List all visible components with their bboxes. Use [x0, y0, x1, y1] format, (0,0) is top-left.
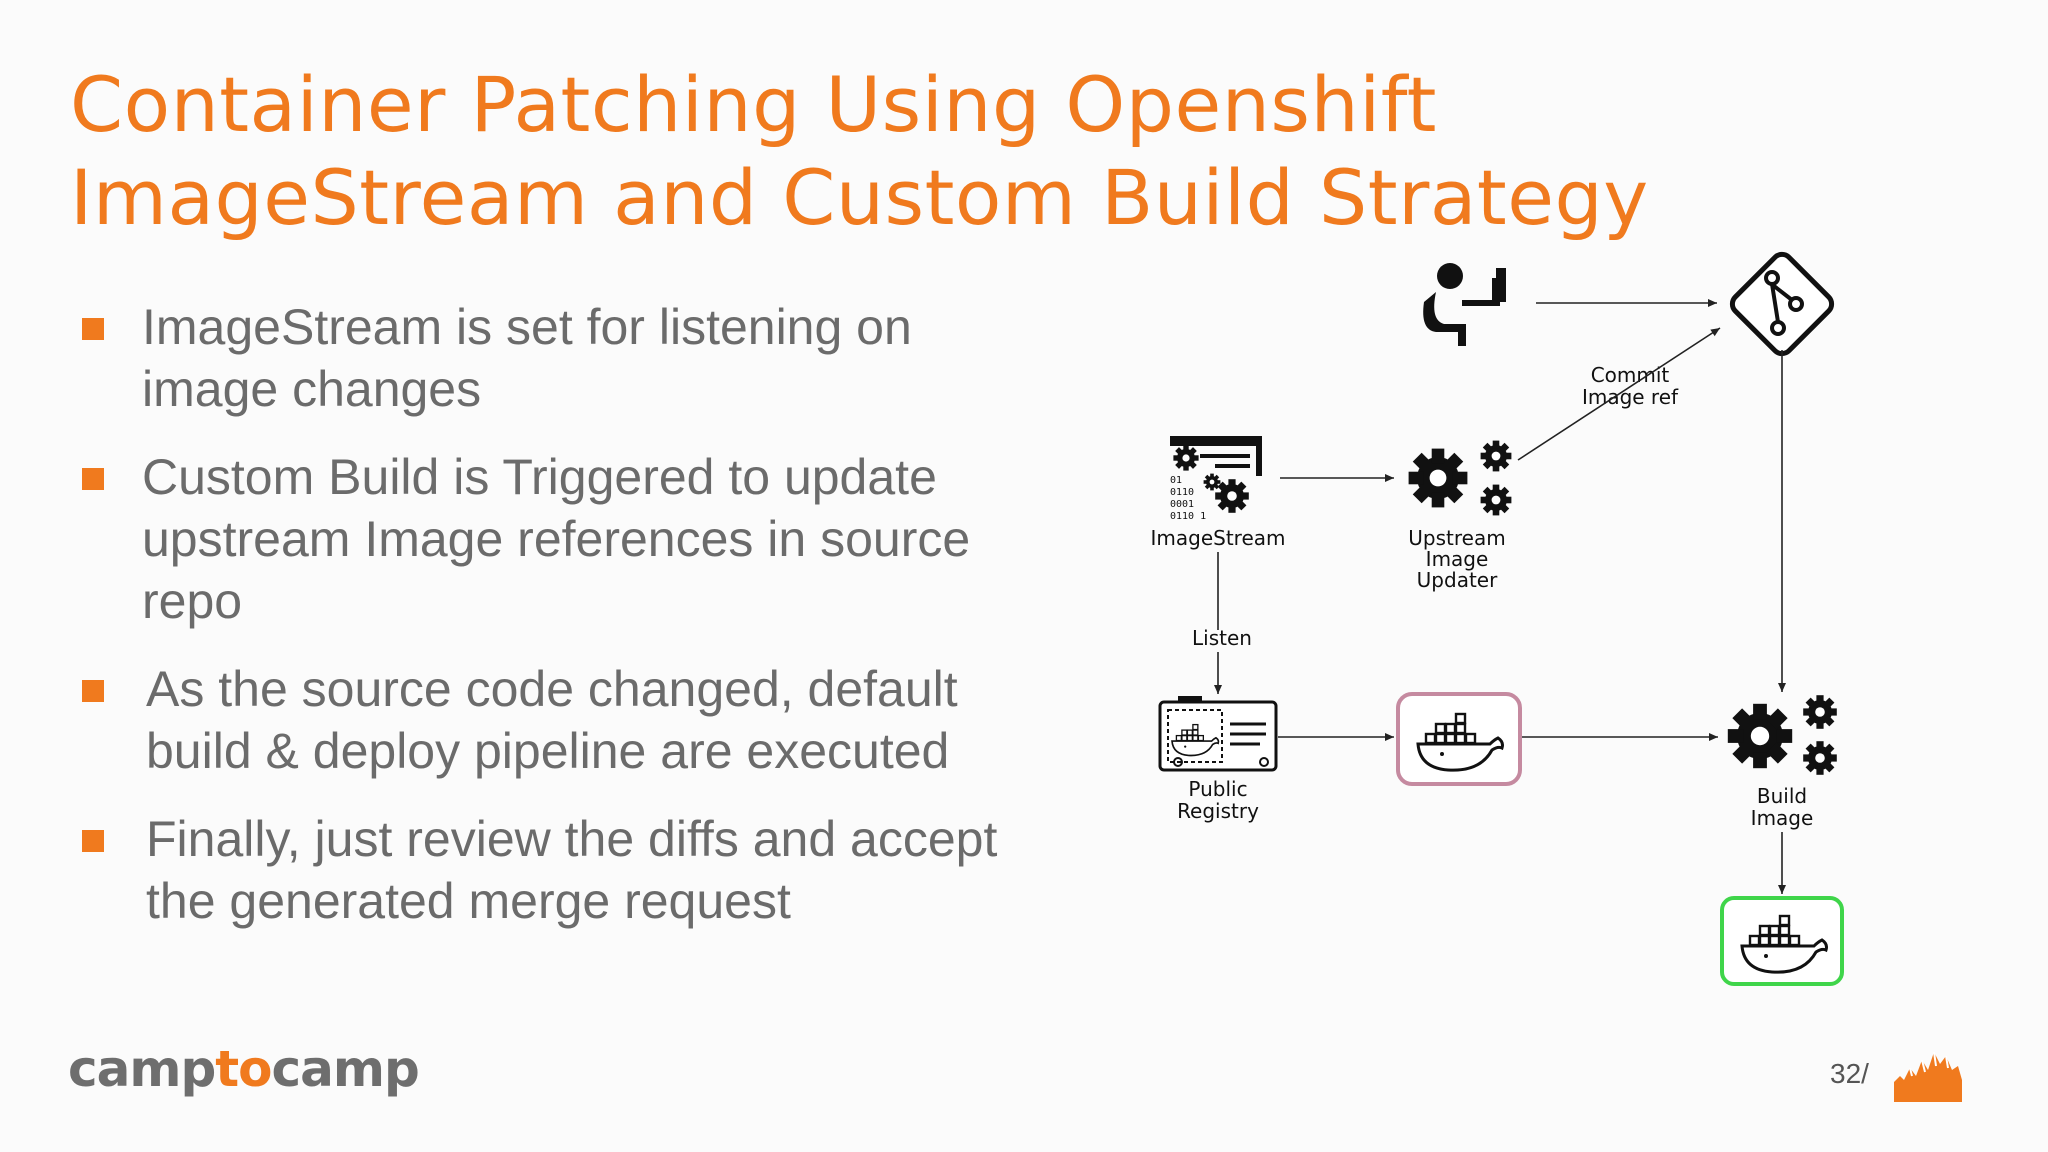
binary-text: 0110: [1170, 487, 1194, 498]
imagestream-label: ImageStream: [1151, 526, 1286, 550]
imagestream-icon: 01 0110 0001 0110 1: [1170, 436, 1262, 522]
built-image-box: [1720, 896, 1844, 986]
bullet-text: Custom Build is Triggered to update: [142, 449, 937, 505]
updater-gears-icon: [1408, 440, 1512, 516]
pipeline-diagram: 01 0110 0001 0110 1 ImageStream Upstream…: [1151, 251, 1844, 986]
bullet-text: image changes: [142, 361, 482, 417]
mountain-logo-icon: [1894, 1051, 1962, 1102]
binary-text: 0110 1: [1170, 511, 1206, 522]
page-number: 32/: [1830, 1058, 1869, 1089]
registry-label: Public: [1188, 777, 1247, 801]
bullet-text: repo: [142, 573, 243, 629]
bullet-text: upstream Image references in source: [142, 511, 971, 567]
square-bullet-icon: [82, 468, 104, 490]
build-gears-icon: [1727, 695, 1837, 775]
bullet-text: the generated merge request: [146, 873, 791, 929]
logo-text: camp: [271, 1040, 420, 1098]
bullet-item: Custom Build is Triggered to update upst…: [80, 446, 1060, 632]
square-bullet-icon: [82, 318, 104, 340]
commit-label: Image ref: [1582, 385, 1679, 409]
build-label: Build: [1757, 784, 1807, 808]
developer-icon: [1423, 263, 1506, 346]
slide-title-line-2: ImageStream and Custom Build Strategy: [70, 153, 1649, 242]
logo-text: camp: [68, 1040, 216, 1098]
bullet-text: build & deploy pipeline are executed: [146, 723, 950, 779]
bullet-text: Finally, just review the diffs and accep…: [146, 811, 998, 867]
updater-label: Upstream: [1408, 526, 1505, 550]
updater-label: Updater: [1417, 568, 1498, 592]
git-icon: [1729, 251, 1835, 357]
arrow-updater-to-git: [1517, 327, 1721, 461]
updater-label: Image: [1426, 547, 1489, 571]
bullet-list: ImageStream is set for listening on imag…: [80, 296, 1060, 958]
listen-label: Listen: [1192, 626, 1252, 650]
bullet-text: As the source code changed, default: [146, 661, 958, 717]
square-bullet-icon: [82, 830, 104, 852]
registry-icon: [1158, 696, 1278, 772]
bullet-item: ImageStream is set for listening on imag…: [80, 296, 1060, 420]
camptocamp-logo: camptocamp: [68, 1040, 420, 1098]
logo-text-accent: to: [215, 1040, 272, 1098]
slide-title: Container Patching Using Openshift Image…: [70, 58, 1970, 244]
square-bullet-icon: [82, 680, 104, 702]
binary-text: 01: [1170, 475, 1182, 486]
commit-label: Commit: [1591, 363, 1670, 387]
pulled-image-box: [1396, 692, 1522, 786]
bullet-text: ImageStream is set for listening on: [142, 299, 912, 355]
bullet-item: Finally, just review the diffs and accep…: [80, 808, 1060, 932]
slide-title-line-1: Container Patching Using Openshift: [70, 60, 1437, 149]
registry-label: Registry: [1177, 799, 1259, 823]
build-label: Image: [1751, 806, 1814, 830]
binary-text: 0001: [1170, 499, 1194, 510]
bullet-item: As the source code changed, default buil…: [80, 658, 1060, 782]
